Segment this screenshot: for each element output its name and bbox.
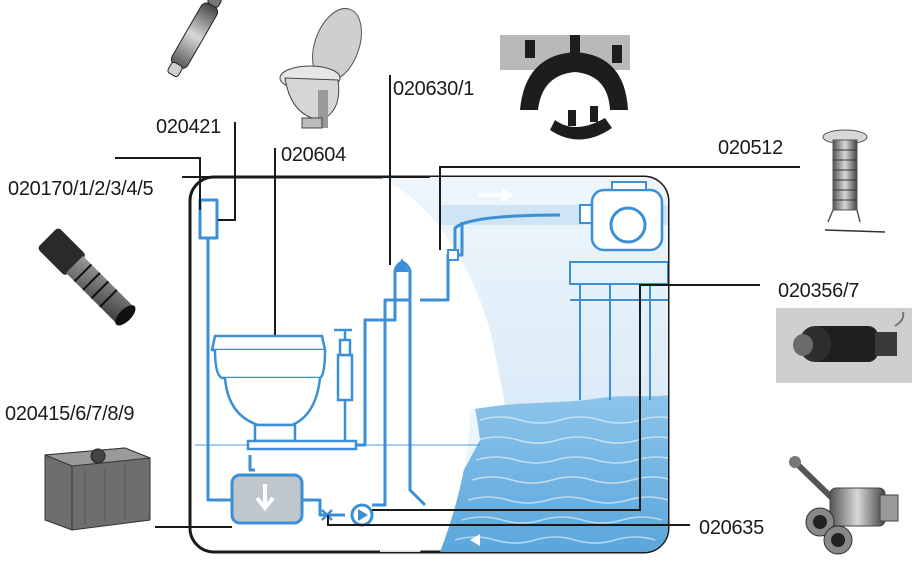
toilet-product-icon: [279, 8, 362, 129]
holding-tank-product-icon: [44, 447, 151, 531]
y-valve-product-icon: [789, 456, 899, 555]
label-y-valve: 020635: [699, 517, 764, 539]
label-holding-tank: 020415/6/7/8/9: [5, 403, 134, 425]
label-pump: 020356/7: [778, 280, 859, 302]
deck-pump-out-graphic: [447, 181, 664, 261]
vent-filter-product-icon: [167, 0, 222, 78]
schematic-panel: [188, 175, 670, 554]
plumbing-pipes: [198, 198, 561, 517]
holding-tank-graphic: [230, 473, 304, 525]
hose-clamp-product-icon: [500, 35, 630, 140]
label-toilet: 020604: [281, 144, 346, 166]
label-deck-fitting: 020512: [718, 137, 783, 159]
deck-fitting-product-icon: [822, 129, 886, 233]
water-area: [440, 395, 668, 552]
vented-loop-arrow: [395, 258, 409, 272]
through-hull-product-icon: [38, 228, 136, 326]
label-vent-filter: 020421: [156, 116, 221, 138]
label-hose-clamp: 020630/1: [393, 78, 474, 100]
toilet-graphic: [210, 328, 358, 451]
leader-lines: [115, 75, 800, 528]
vent-filter-box: [198, 198, 219, 240]
label-through-hull: 020170/1/2/3/4/5: [8, 178, 154, 200]
electric-pump-product-icon: [776, 308, 912, 383]
